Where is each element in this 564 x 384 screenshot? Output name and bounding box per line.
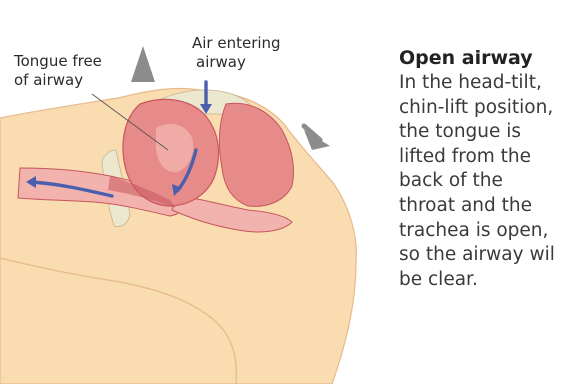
info-line: In the head-tilt, bbox=[399, 71, 561, 96]
info-line: throat and the bbox=[399, 194, 561, 219]
info-line: be clear. bbox=[399, 268, 561, 293]
chin-lift-arrow-icon bbox=[304, 126, 330, 150]
air-callout: Air entering airway bbox=[192, 34, 281, 72]
info-line: so the airway wil bbox=[399, 243, 561, 268]
tongue-callout: Tongue free of airway bbox=[14, 52, 102, 90]
air-callout-line-2: airway bbox=[192, 53, 281, 72]
mouth-tissue bbox=[219, 103, 293, 206]
info-line: lifted from the bbox=[399, 145, 561, 170]
info-line: back of the bbox=[399, 169, 561, 194]
info-line: the tongue is bbox=[399, 120, 561, 145]
info-line: chin-lift position, bbox=[399, 96, 561, 121]
tongue-callout-line-2: of airway bbox=[14, 71, 102, 90]
air-callout-line-1: Air entering bbox=[192, 34, 281, 53]
head-tilt-arrow-icon bbox=[131, 46, 155, 82]
info-body: In the head-tilt, chin-lift position, th… bbox=[399, 71, 561, 292]
info-line: trachea is open, bbox=[399, 219, 561, 244]
tongue-callout-line-1: Tongue free bbox=[14, 52, 102, 71]
info-panel: Open airway In the head-tilt, chin-lift … bbox=[399, 46, 561, 292]
info-title: Open airway bbox=[399, 46, 561, 70]
